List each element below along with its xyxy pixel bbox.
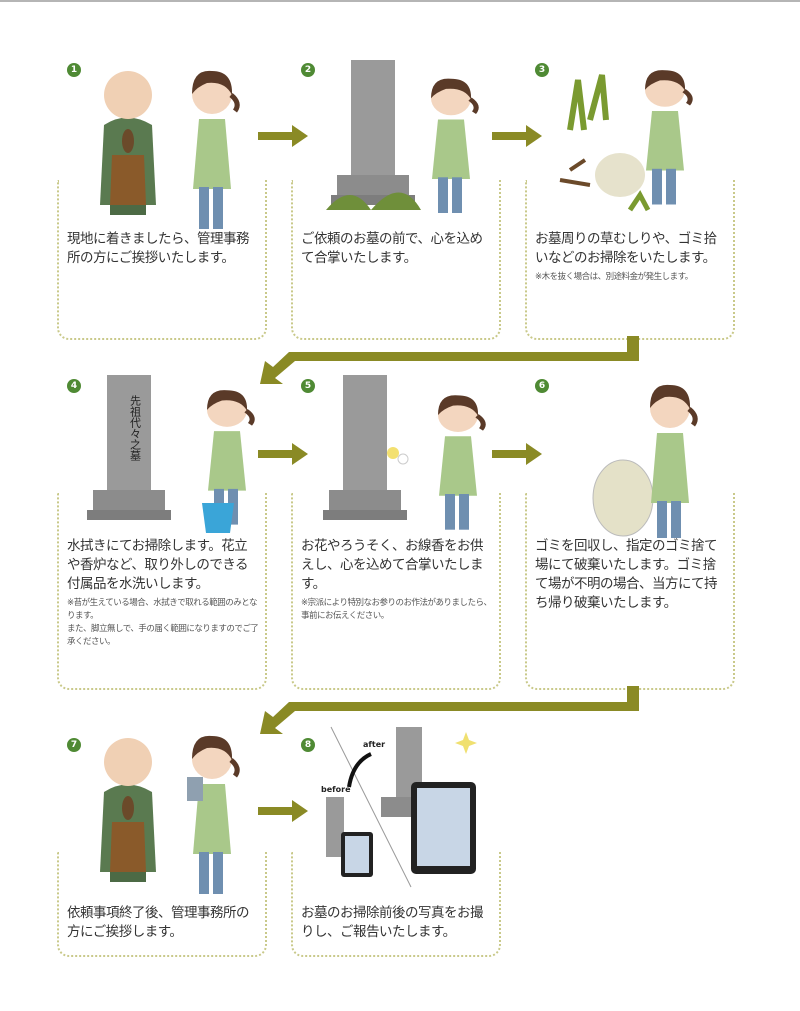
arrow-right-icon — [258, 125, 308, 147]
gravestone-inscription: 先祖代々之墓 — [129, 395, 142, 461]
offering-flowers-illustration — [323, 375, 513, 535]
step-8: 8 before after お墓のお掃除前後の写真をお撮りし、ご報告いたします… — [291, 722, 505, 957]
step-3: 3 お墓周りの草むしりや、ゴミ拾いなどのお掃除をいたします。 ※木を抜く場合は、別… — [525, 55, 739, 340]
step-1: 1 現地に着きましたら、管理事務所の方にご挨拶いたします。 — [57, 55, 271, 340]
step-text-box: ご依頼のお墓の前で、心を込めて合掌いたします。 — [291, 180, 501, 340]
step-note: ※苔が生えている場合、水拭きで取れる範囲のみとなります。 — [67, 598, 257, 621]
before-after-photo-illustration: before after — [321, 726, 477, 888]
step-number-badge: 8 — [301, 738, 315, 752]
step-text: 水拭きにてお掃除します。花立や香炉など、取り外しのできる付属品を水洗いします。 — [67, 538, 249, 592]
step-note: ※宗派により特別なお参りのお作法がありましたら、事前にお伝えください。 — [301, 598, 492, 621]
before-label: before — [321, 785, 351, 794]
step-5: 5 お花やろうそく、お線香をお供えし、心を込めて合掌いたします。 ※宗派により特別… — [291, 373, 505, 690]
step-number-badge: 6 — [535, 379, 549, 393]
connector-arrow-icon — [260, 686, 639, 734]
step-text-box: ゴミを回収し、指定のゴミ捨て場にて破棄いたします。ゴミ捨て場が不明の場合、当方に… — [525, 493, 735, 690]
step-text: お墓のお掃除前後の写真をお撮りし、ご報告いたします。 — [301, 905, 484, 940]
step-number-badge: 5 — [301, 379, 315, 393]
step-note-2: また、脚立無しで、手の届く範囲になりますのでご了承ください。 — [67, 624, 259, 647]
arrow-right-icon — [492, 125, 542, 147]
step-text: お墓周りの草むしりや、ゴミ拾いなどのお掃除をいたします。 — [535, 231, 717, 266]
arrow-right-icon — [258, 443, 308, 465]
step-text: お花やろうそく、お線香をお供えし、心を込めて合掌いたします。 — [301, 538, 484, 592]
gravestone-prayer-illustration — [326, 60, 511, 225]
top-border — [0, 0, 800, 2]
garbage-bag-illustration — [592, 373, 765, 538]
step-note: ※木を抜く場合は、別途料金が発生します。 — [535, 272, 693, 282]
step-4: 4 先祖代々之墓 水拭きにてお掃除します。花立や香炉など、取り外しのできる付属品… — [57, 373, 271, 690]
step-number-badge: 7 — [67, 738, 81, 752]
step-7: 7 依頼事項終了後、管理事務所の方にご挨拶します。 — [57, 722, 271, 957]
step-number-badge: 4 — [67, 379, 81, 393]
step-text: 現地に着きましたら、管理事務所の方にご挨拶いたします。 — [67, 231, 250, 266]
step-text-box: お花やろうそく、お線香をお供えし、心を込めて合掌いたします。 ※宗派により特別なお… — [291, 493, 501, 690]
step-text-box: 水拭きにてお掃除します。花立や香炉など、取り外しのできる付属品を水洗いします。 ※… — [57, 493, 267, 690]
step-number-badge: 2 — [301, 63, 315, 77]
step-2: 2 ご依頼のお墓の前で、心を込めて合掌いたします。 — [291, 55, 505, 340]
step-number-badge: 3 — [535, 63, 549, 77]
washing-gravestone-illustration: 先祖代々之墓 — [87, 375, 282, 533]
step-text-box: 現地に着きましたら、管理事務所の方にご挨拶いたします。 — [57, 180, 267, 340]
step-text: ご依頼のお墓の前で、心を込めて合掌いたします。 — [301, 231, 483, 266]
step-text-box: 依頼事項終了後、管理事務所の方にご挨拶します。 — [57, 852, 267, 957]
step-6: 6 ゴミを回収し、指定のゴミ捨て場にて破棄いたします。ゴミ捨て場が不明の場合、当… — [525, 373, 739, 690]
arrow-right-icon — [258, 800, 308, 822]
arrow-right-icon — [492, 443, 542, 465]
step-text-box: お墓のお掃除前後の写真をお撮りし、ご報告いたします。 — [291, 852, 501, 957]
weeding-illustration — [559, 60, 740, 212]
after-label: after — [363, 740, 385, 749]
step-text: ゴミを回収し、指定のゴミ捨て場にて破棄いたします。ゴミ捨て場が不明の場合、当方に… — [535, 538, 718, 611]
step-number-badge: 1 — [67, 63, 81, 77]
monk-and-staff-report-illustration — [100, 722, 277, 897]
step-text: 依頼事項終了後、管理事務所の方にご挨拶します。 — [67, 905, 250, 940]
step-text-box: お墓周りの草むしりや、ゴミ拾いなどのお掃除をいたします。 ※木を抜く場合は、別途料… — [525, 180, 735, 340]
connector-arrow-icon — [260, 336, 639, 384]
